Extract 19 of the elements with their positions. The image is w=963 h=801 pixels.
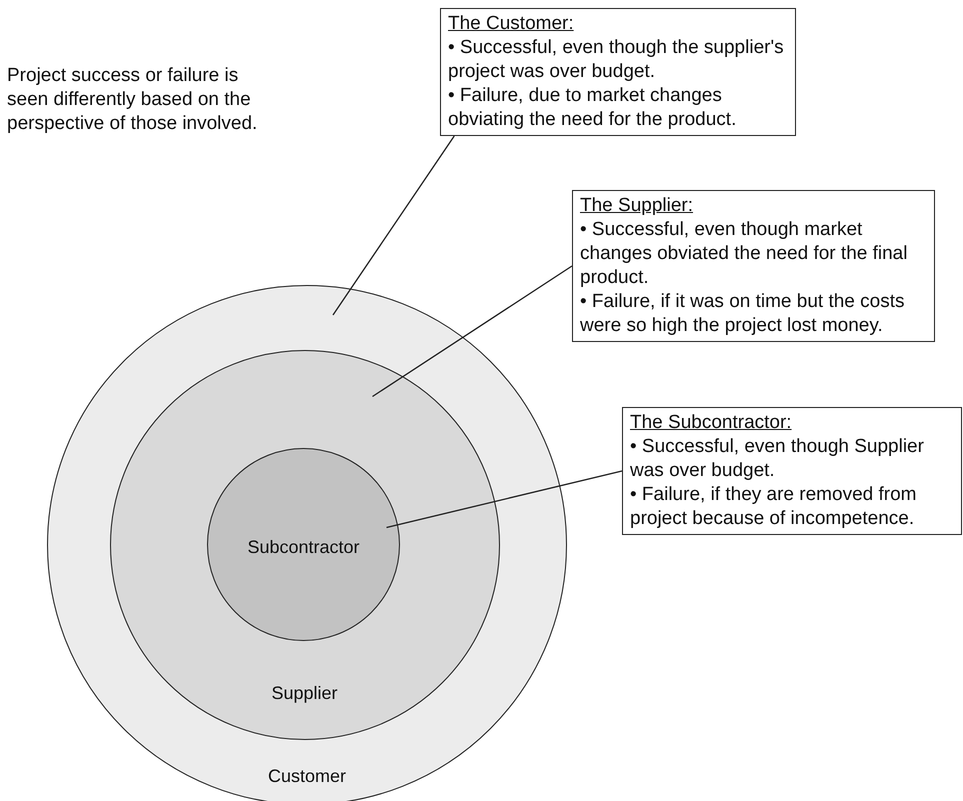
leader-line	[386, 470, 622, 528]
circle-label: Subcontractor	[247, 537, 360, 558]
leader-line	[372, 265, 572, 398]
callout-box	[622, 407, 962, 535]
callout-box	[572, 190, 935, 342]
leader-line	[332, 136, 455, 316]
circle-label: Customer	[268, 766, 346, 787]
bullet-text: • Successful, even though market changes obviated the need for the final product.	[580, 218, 908, 290]
bullet-text: • Failure, if it was on time but the costs were so high the project lost money.	[580, 290, 906, 338]
bullet-text: • Successful, even though Supplier was over budget.	[630, 435, 925, 483]
callout-heading: The Supplier:	[580, 194, 694, 218]
bullet-text: • Failure, if they are removed from project because of incompetence.	[630, 483, 918, 531]
bullet-text: • Successful, even though the supplier's project was over budget.	[448, 36, 785, 84]
callout-box	[440, 8, 796, 136]
bullet-text: • Failure, due to market changes obviating the need for the product.	[448, 84, 738, 132]
note-text: Project success or failure is seen differently based on the perspective of those involved.	[7, 64, 258, 136]
callout-heading: The Subcontractor:	[630, 411, 792, 435]
callout-heading: The Customer:	[448, 12, 574, 36]
circle-label: Supplier	[271, 682, 338, 704]
